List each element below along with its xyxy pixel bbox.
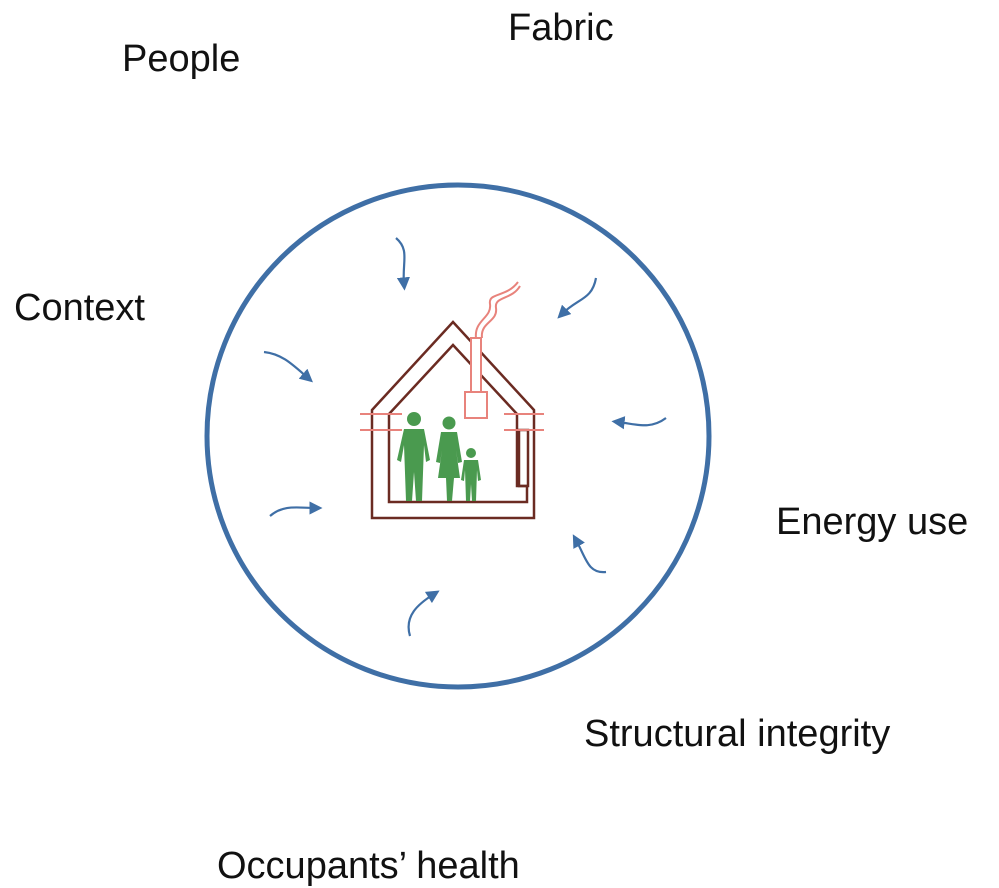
label-fabric: Fabric xyxy=(508,7,614,49)
house-icon xyxy=(370,320,536,520)
curved-arrow-icon xyxy=(572,534,607,574)
wall-vents xyxy=(360,413,544,431)
curved-arrow-icon xyxy=(611,416,667,430)
label-context: Context xyxy=(14,287,145,329)
curved-arrow-icon xyxy=(263,237,667,637)
curved-arrow-icon xyxy=(263,350,313,383)
curved-arrow-icon xyxy=(395,237,410,291)
family-icon xyxy=(397,412,481,501)
chimney-icon xyxy=(464,281,521,419)
label-structural-integrity: Structural integrity xyxy=(584,713,891,755)
label-energy-use: Energy use xyxy=(776,501,969,543)
label-occupants-health: Occupants’ health xyxy=(217,845,520,887)
curved-arrow-icon xyxy=(557,277,598,319)
context-circle xyxy=(204,182,712,690)
curved-arrow-icon xyxy=(269,501,323,517)
curved-arrow-icon xyxy=(407,590,440,637)
label-people: People xyxy=(122,38,241,80)
